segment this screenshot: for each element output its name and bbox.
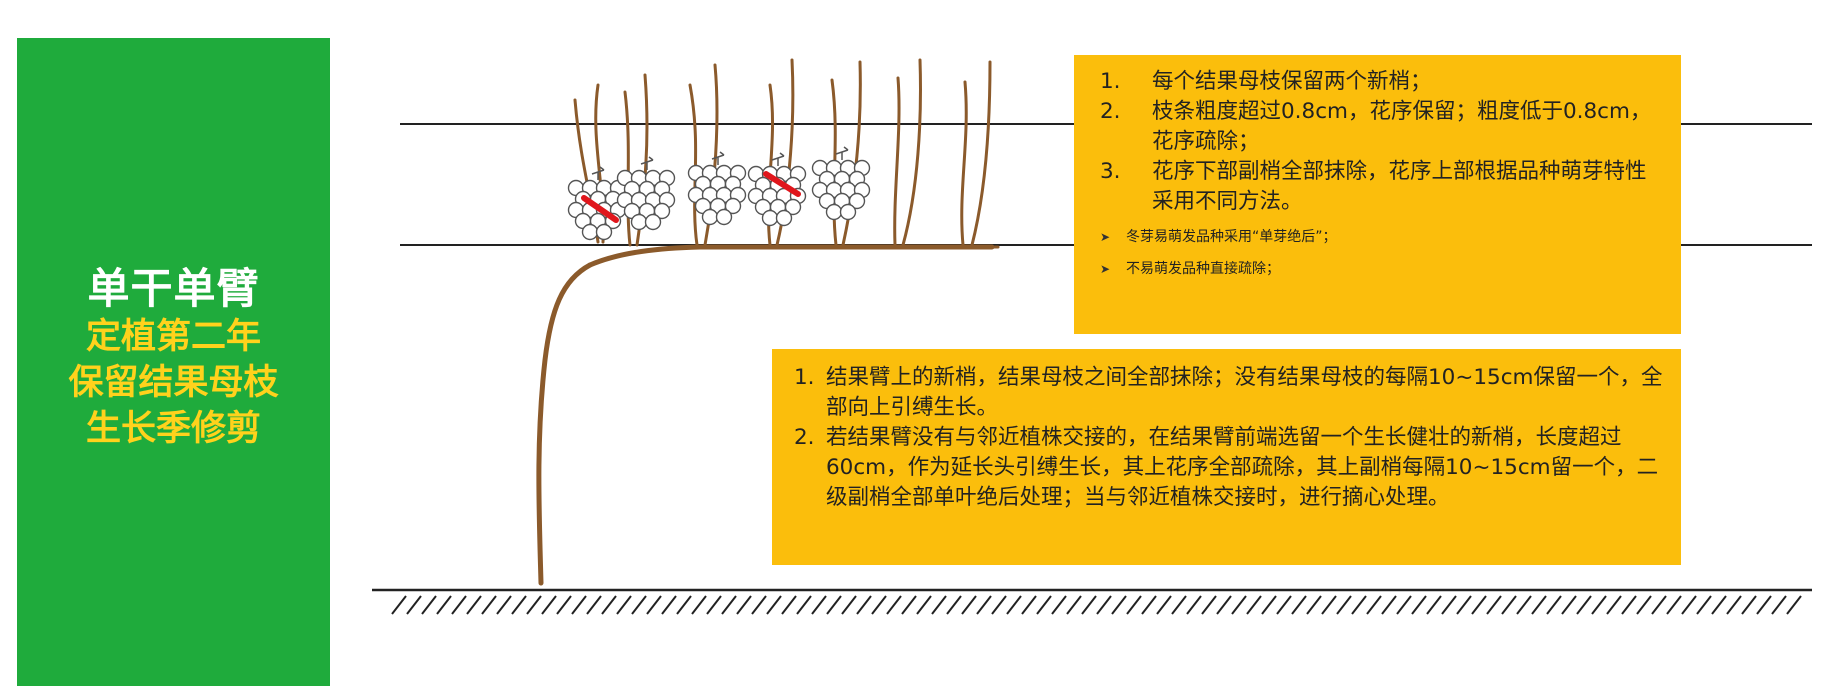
panel-subtitle-2: 保留结果母枝 (68, 363, 279, 403)
grape-cluster (567, 166, 627, 241)
grape-cluster (616, 156, 676, 231)
top-bullet-1: ➤ 冬芽易萌发品种采用“单芽绝后”； (1100, 229, 1337, 245)
top-item-2: 2. 枝条粗度超过0.8cm，花序保留；粗度低于0.8cm，花序疏除； (1100, 99, 1652, 154)
arrow-bullet-icon: ➤ (1100, 262, 1111, 276)
title-panel: 单干单臂 定植第二年 保留结果母枝 生长季修剪 (17, 38, 330, 686)
vine-trunk (536, 244, 1000, 586)
bottom-instructions-box: 1. 结果臂上的新梢，结果母枝之间全部抹除；没有结果母枝的每隔10~15cm保留… (772, 349, 1681, 565)
panel-subtitle-3: 生长季修剪 (85, 409, 261, 449)
grape-cluster (687, 151, 747, 226)
grape-cluster (747, 152, 807, 227)
top-item-3: 3. 花序下部副梢全部抹除，花序上部根据品种萌芽特性采用不同方法。 (1100, 159, 1647, 214)
ground (372, 588, 1812, 615)
bottom-item-2: 2. 若结果臂没有与邻近植株交接的，在结果臂前端选留一个生长健壮的新梢，长度超过… (794, 425, 1659, 510)
top-item-1: 1. 每个结果母枝保留两个新梢； (1100, 69, 1432, 94)
grape-clusters (567, 146, 871, 241)
top-bullet-2: ➤ 不易萌发品种直接疏除； (1100, 261, 1280, 277)
panel-title: 单干单臂 (87, 264, 260, 313)
arrow-bullet-icon: ➤ (1100, 230, 1111, 244)
grape-cluster (811, 146, 871, 221)
cut-marks (581, 171, 801, 223)
bottom-item-1: 1. 结果臂上的新梢，结果母枝之间全部抹除；没有结果母枝的每隔10~15cm保留… (794, 365, 1663, 420)
panel-subtitle-1: 定植第二年 (85, 317, 261, 357)
top-instructions-box: 1. 每个结果母枝保留两个新梢； 2. 枝条粗度超过0.8cm，花序保留；粗度低… (1074, 55, 1681, 334)
